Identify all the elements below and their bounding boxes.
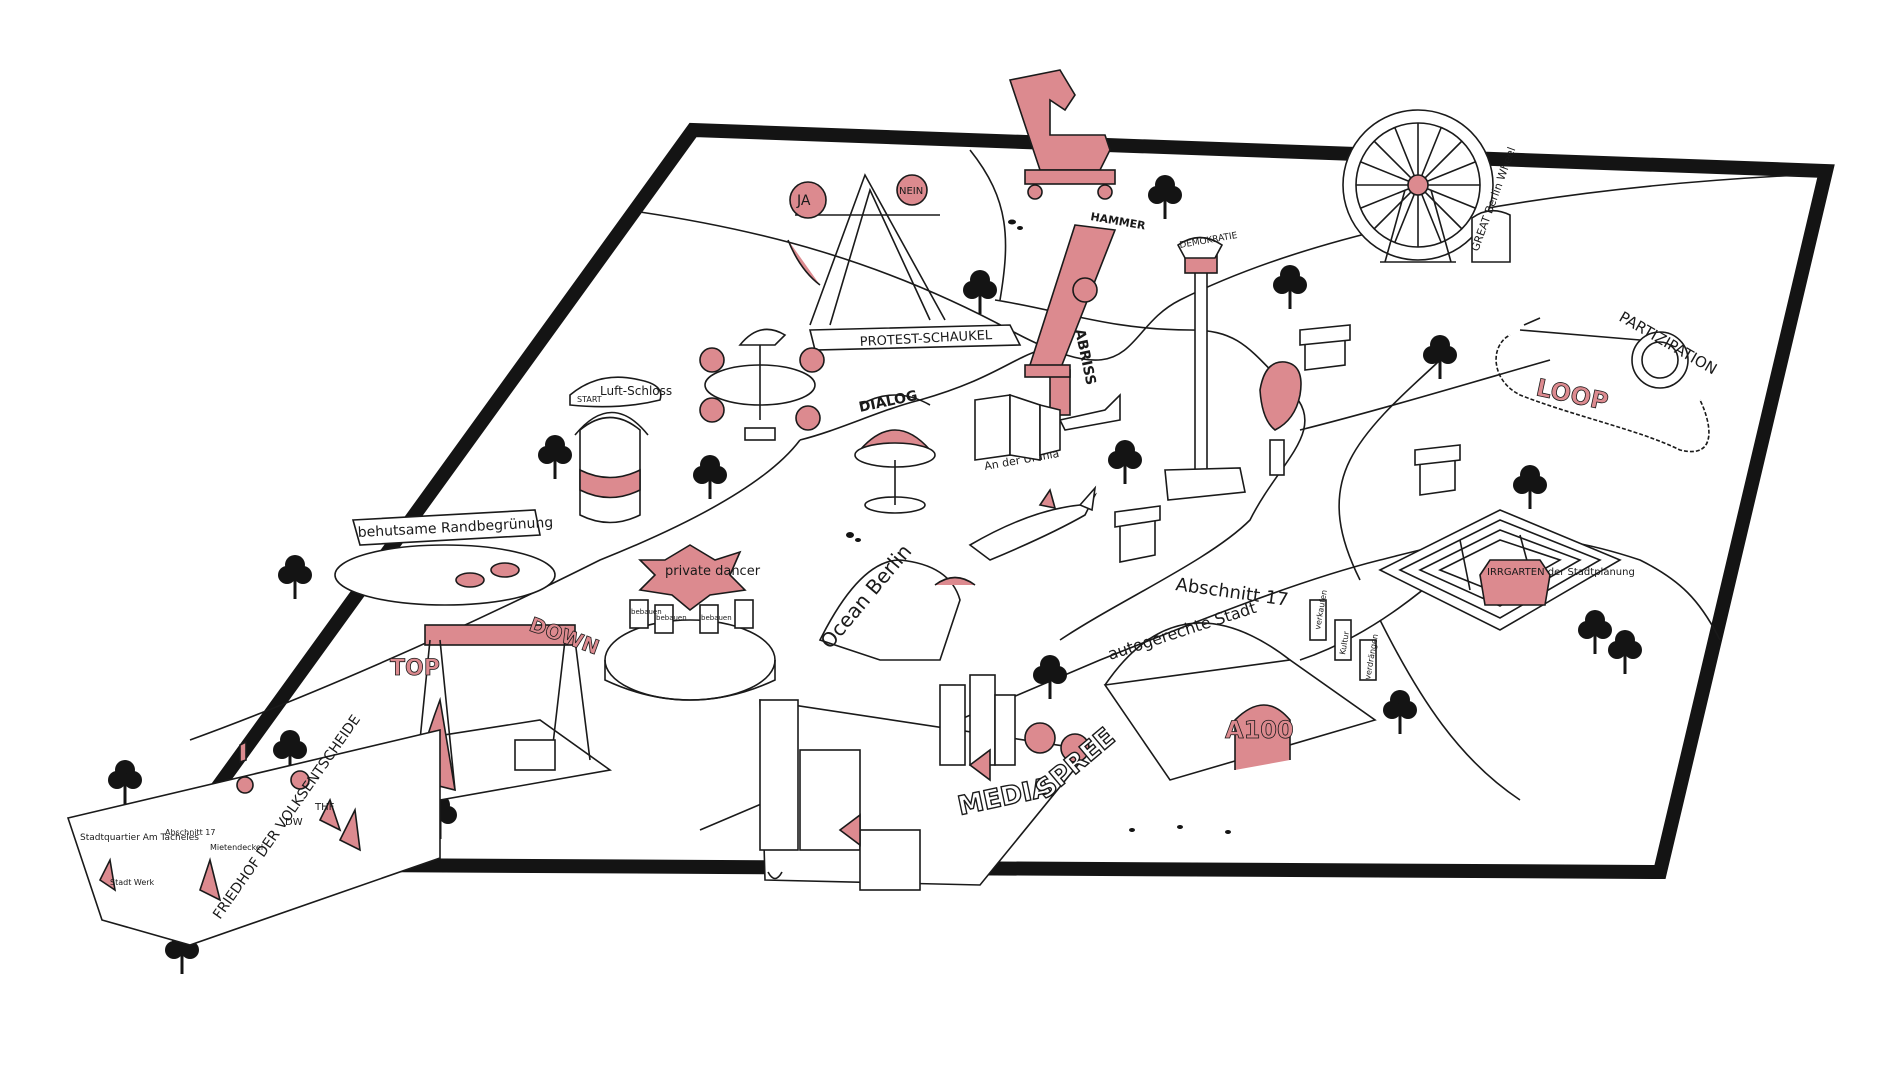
svg-text:A100: A100 <box>1225 716 1294 744</box>
svg-text:JA: JA <box>796 193 811 209</box>
svg-text:THF: THF <box>314 802 335 813</box>
svg-text:PROTEST-SCHAUKEL: PROTEST-SCHAUKEL <box>859 328 993 350</box>
tree-icon <box>1273 265 1307 309</box>
trojan-horse-icon <box>1008 69 1116 200</box>
svg-text:private dancer: private dancer <box>665 564 761 579</box>
randbegruenung-area: behutsame Randbegrünung <box>334 509 556 606</box>
tree-icon <box>693 455 727 499</box>
kiosk-icon <box>1299 324 1351 371</box>
svg-text:Abschnitt 17: Abschnitt 17 <box>165 828 215 837</box>
tree-icon <box>1513 465 1547 509</box>
svg-text:bebauen: bebauen <box>701 614 732 622</box>
svg-text:Mietendeckel: Mietendeckel <box>210 843 263 852</box>
tree-icon <box>1383 690 1417 734</box>
tree-icon <box>108 760 142 804</box>
tree-icon <box>273 730 307 774</box>
svg-text:START: START <box>577 395 602 404</box>
svg-text:TOP: TOP <box>390 656 440 681</box>
svg-text:IRRGARTEN der Stadtplanung: IRRGARTEN der Stadtplanung <box>1487 567 1635 578</box>
autogerechte-stadt-area: A100 Abschnitt 17 autogerechte Stadt ver… <box>1103 574 1380 781</box>
kiosk-icon <box>1414 444 1461 496</box>
svg-text:Stadtquartier Am Tacheles: Stadtquartier Am Tacheles <box>80 833 199 843</box>
tent-icon: Luft-Schloss START <box>569 376 672 524</box>
svg-text:bebauen: bebauen <box>656 614 687 622</box>
tree-icon <box>1608 630 1642 674</box>
urania-buildings <box>974 393 1061 461</box>
tree-icon <box>1033 655 1067 699</box>
tree-icon <box>278 555 312 599</box>
kiosk-icon <box>1114 505 1161 563</box>
tree-icon <box>1148 175 1182 219</box>
tree-icon <box>1108 440 1142 484</box>
svg-text:Kultur: Kultur <box>1338 630 1351 656</box>
decorations <box>767 219 1231 880</box>
ferris-wheel-icon <box>1342 109 1494 263</box>
drop-tower-icon: DEMOKRATIE <box>1164 231 1246 501</box>
tree-icon <box>963 270 997 314</box>
carousel-icon <box>699 328 825 441</box>
protest-schaukel-ride: JA NEIN PROTEST-SCHAUKEL <box>787 173 1022 351</box>
svg-text:NEIN: NEIN <box>899 186 923 197</box>
maze-icon: IRRGARTEN der Stadtplanung <box>1378 509 1635 631</box>
tree-icon <box>538 435 572 479</box>
tree-icon <box>1423 335 1457 379</box>
tree-icon <box>1578 610 1612 654</box>
svg-text:bebauen: bebauen <box>631 608 662 616</box>
shark-icon <box>968 485 1098 561</box>
private-dancer-area: private dancer bebauen bebauen bebauen <box>604 544 776 701</box>
svg-text:Luft-Schloss: Luft-Schloss <box>600 384 672 398</box>
svg-text:DW: DW <box>285 817 303 828</box>
svg-text:Stadt Werk: Stadt Werk <box>110 878 155 887</box>
ear-icon <box>1259 361 1302 476</box>
